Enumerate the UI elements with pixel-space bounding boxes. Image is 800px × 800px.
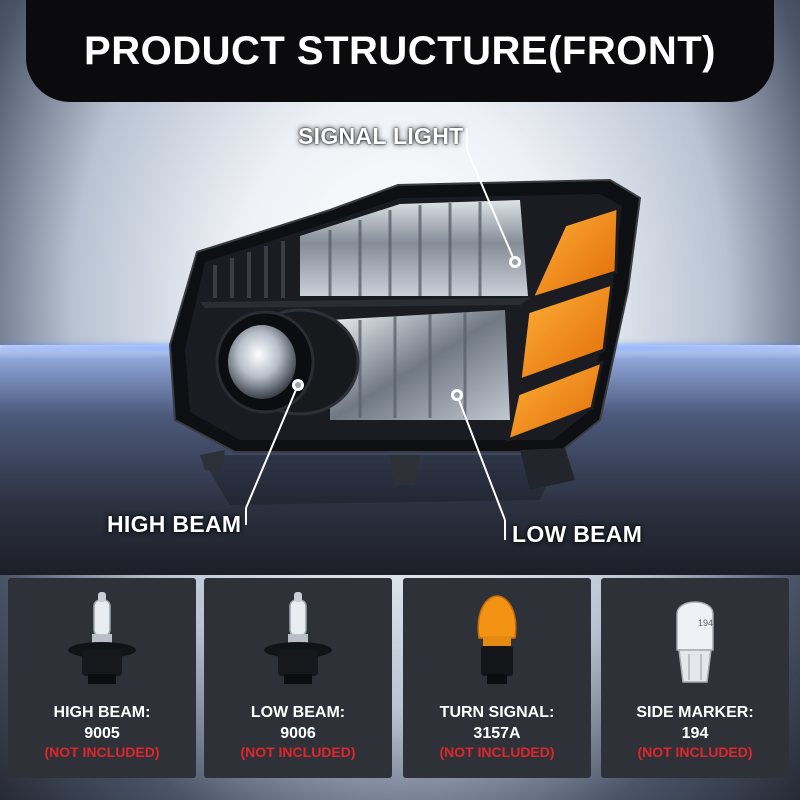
bulb-model: 3157A xyxy=(473,725,521,742)
bulb-card-high-beam xyxy=(8,578,196,778)
signal-light-label: SIGNAL LIGHT xyxy=(298,123,464,149)
page-title: PRODUCT STRUCTURE(FRONT) xyxy=(84,28,716,73)
callout-signal-light xyxy=(466,128,521,268)
callout-high-beam xyxy=(245,379,304,525)
halogen-bulb-icon xyxy=(68,592,136,684)
wedge-bulb-icon: 194 xyxy=(676,601,714,683)
headlight-reflection xyxy=(200,455,560,505)
projector-lens xyxy=(215,308,360,416)
not-included-note: (NOT INCLUDED) xyxy=(240,744,356,760)
amber-bulb-icon xyxy=(477,595,517,684)
bulb-print-text: 194 xyxy=(698,618,713,628)
bulb-model: 194 xyxy=(681,725,709,742)
bulb-card-low-beam xyxy=(204,578,392,778)
title-banner: PRODUCT STRUCTURE(FRONT) xyxy=(26,0,774,102)
bulb-label: TURN SIGNAL: xyxy=(439,704,555,721)
amber-side-marker xyxy=(505,205,620,443)
high-beam-label: HIGH BEAM xyxy=(107,511,242,537)
bulb-model: 9005 xyxy=(84,725,120,742)
low-beam-label: LOW BEAM xyxy=(512,521,643,547)
not-included-note: (NOT INCLUDED) xyxy=(44,744,160,760)
bulb-card-turn-signal xyxy=(403,578,591,778)
not-included-note: (NOT INCLUDED) xyxy=(637,744,753,760)
bulb-model: 9006 xyxy=(280,725,316,742)
headlight-housing xyxy=(168,178,642,490)
bulb-card-side-marker: 194 xyxy=(601,578,789,778)
halogen-bulb-icon xyxy=(264,592,332,684)
callout-low-beam xyxy=(451,389,506,540)
not-included-note: (NOT INCLUDED) xyxy=(439,744,555,760)
bulb-label: LOW BEAM: xyxy=(250,704,346,721)
bulb-label: SIDE MARKER: xyxy=(636,704,754,721)
bulb-label: HIGH BEAM: xyxy=(53,704,151,721)
